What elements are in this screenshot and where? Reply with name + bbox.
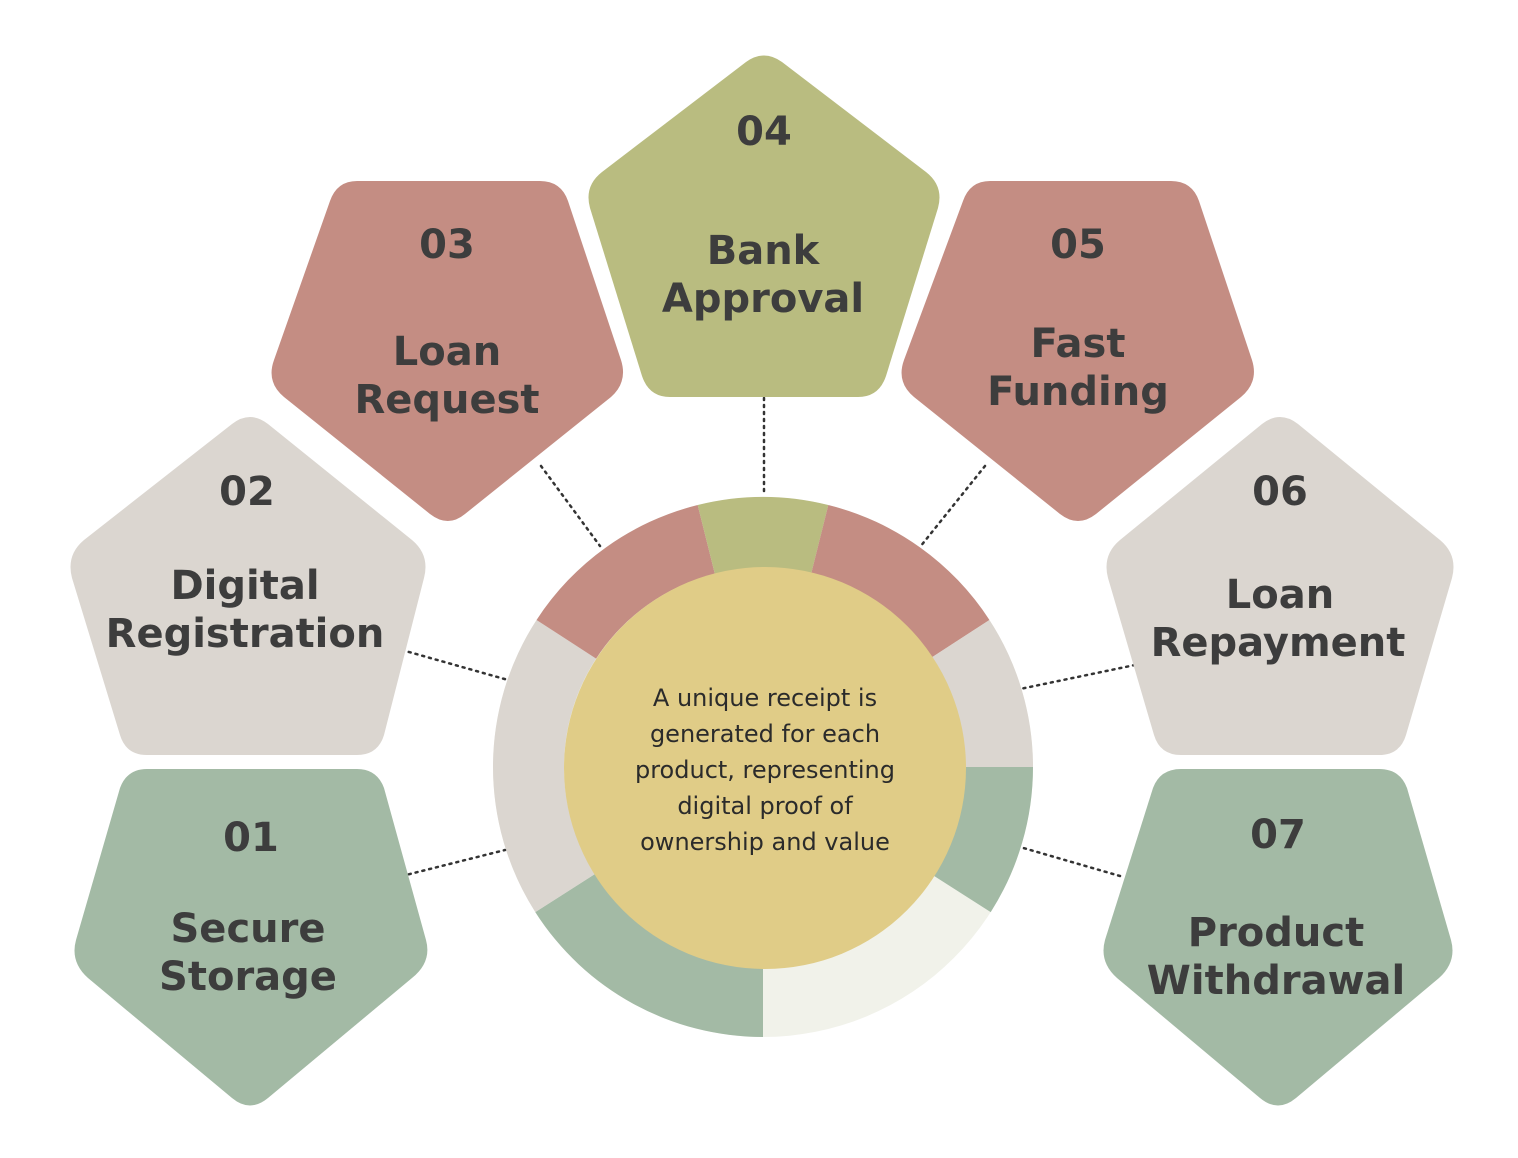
- ring-segment-05: [811, 505, 990, 659]
- step-05-number: 05: [1050, 222, 1106, 268]
- ring-segment-03: [536, 505, 715, 659]
- ring-segment-04: [697, 497, 829, 574]
- step-06: 06 Loan Repayment: [1106, 417, 1454, 755]
- step-03-label-line-2: Request: [354, 377, 539, 423]
- step-07-number: 07: [1250, 812, 1306, 858]
- step-03-number: 03: [419, 222, 475, 268]
- connector-02: [400, 648, 510, 682]
- step-01-number: 01: [223, 815, 279, 861]
- ring-segment-01: [535, 873, 763, 1037]
- connector-06: [1018, 663, 1137, 691]
- step-06-number: 06: [1252, 469, 1308, 515]
- center-circle: [564, 567, 966, 969]
- center-line-5: ownership and value: [640, 828, 890, 856]
- step-04-shape: [588, 55, 940, 397]
- center-line-3: product, representing: [635, 756, 895, 784]
- connector-07: [1018, 845, 1122, 878]
- ring-segment-07: [930, 767, 1033, 913]
- step-04-label-line-2: Approval: [662, 276, 864, 322]
- step-05-label-line-2: Funding: [987, 369, 1169, 415]
- step-01-label-line-2: Storage: [159, 954, 337, 1000]
- step-07-label-line-1: Product: [1188, 910, 1364, 956]
- ring-segment-02: [493, 619, 597, 913]
- step-07: 07 Product Withdrawal: [1103, 769, 1453, 1106]
- step-06-shape: [1106, 417, 1454, 755]
- connectors: [400, 396, 1137, 878]
- step-02-number: 02: [219, 469, 275, 515]
- connector-05: [918, 464, 987, 549]
- step-02-label-line-2: Registration: [106, 611, 385, 657]
- step-02: 02 Digital Registration: [70, 417, 426, 755]
- ring-segment-06: [929, 619, 1033, 767]
- center-description: A unique receipt is generated for each p…: [635, 684, 895, 856]
- connector-03: [539, 464, 602, 548]
- step-01-shape: [74, 769, 428, 1106]
- step-01-label-line-1: Secure: [171, 906, 326, 952]
- step-03-label-line-1: Loan: [393, 329, 501, 375]
- step-07-label-line-2: Withdrawal: [1147, 958, 1405, 1004]
- ring-segments: [493, 497, 1033, 1037]
- center-line-1: A unique receipt is: [653, 684, 877, 712]
- step-05: 05 Fast Funding: [901, 181, 1254, 521]
- step-01: 01 Secure Storage: [74, 769, 428, 1106]
- connector-01: [400, 848, 507, 878]
- step-03: 03 Loan Request: [271, 181, 624, 521]
- center-line-4: digital proof of: [677, 792, 853, 820]
- step-02-shape: [70, 417, 426, 755]
- step-06-label-line-1: Loan: [1226, 572, 1334, 618]
- step-04-number: 04: [736, 109, 792, 155]
- step-05-label-line-1: Fast: [1031, 321, 1126, 367]
- center-line-2: generated for each: [650, 720, 880, 748]
- step-02-label-line-1: Digital: [170, 563, 319, 609]
- step-06-label-line-2: Repayment: [1151, 620, 1406, 666]
- step-04-label-line-1: Bank: [707, 228, 821, 274]
- step-04: 04 Bank Approval: [588, 55, 940, 397]
- step-05-shape: [901, 181, 1254, 521]
- step-03-shape: [271, 181, 624, 521]
- step-07-shape: [1103, 769, 1453, 1106]
